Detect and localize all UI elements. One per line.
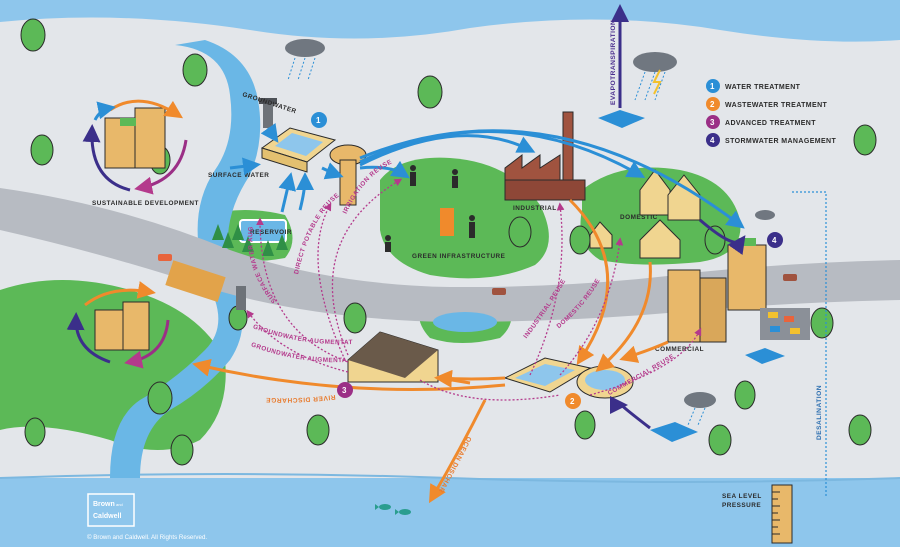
river xyxy=(110,40,261,478)
desalination-label: DESALINATION xyxy=(816,385,823,440)
legend: 1 WATER TREATMENT 2 WASTEWATER TREATMENT… xyxy=(706,79,837,147)
copyright-text: © Brown and Caldwell. All Rights Reserve… xyxy=(87,534,207,541)
svg-text:WATER TREATMENT: WATER TREATMENT xyxy=(725,84,801,91)
legend-item-stormwater-management: 4 STORMWATER MANAGEMENT xyxy=(706,133,837,147)
commercial-label: COMMERCIAL xyxy=(655,346,704,353)
sustainable-development-bottom xyxy=(66,281,170,369)
badge-2: 2 xyxy=(565,393,581,409)
svg-text:1: 1 xyxy=(710,82,715,91)
svg-text:2: 2 xyxy=(570,397,575,406)
advanced-treatment-building xyxy=(347,331,439,383)
green-infrastructure-label: GREEN INFRASTRUCTURE xyxy=(412,253,506,260)
fish-icon xyxy=(375,504,411,515)
pink-reuse-flows xyxy=(246,178,702,401)
car-brown xyxy=(492,288,506,295)
industrial-factory xyxy=(504,111,586,201)
shoreline xyxy=(0,473,900,483)
badge-1: 1 xyxy=(311,112,327,128)
bridge xyxy=(165,260,226,303)
legend-item-advanced-treatment: 3 ADVANCED TREATMENT xyxy=(706,115,816,129)
desalination-line xyxy=(792,191,827,498)
svg-text:3: 3 xyxy=(342,386,347,395)
badge-4: 4 xyxy=(767,232,783,248)
water-treatment-plant xyxy=(260,127,337,173)
svg-text:2: 2 xyxy=(710,100,715,109)
domestic-houses xyxy=(589,169,701,259)
groundwater-pump xyxy=(236,98,277,310)
sea-level-label: SEA LEVEL xyxy=(722,493,762,500)
park-figures xyxy=(385,165,475,252)
parking-lot xyxy=(760,308,810,340)
wastewater-treatment-plant xyxy=(503,357,634,399)
blue-flows xyxy=(229,123,745,229)
svg-text:4: 4 xyxy=(710,136,715,145)
svg-text:STORMWATER MANAGEMENT: STORMWATER MANAGEMENT xyxy=(725,138,837,145)
sea xyxy=(0,478,900,547)
surface-water-label: SURFACE WATER xyxy=(208,172,269,179)
svg-text:4: 4 xyxy=(772,236,777,245)
car-red xyxy=(158,254,172,261)
svg-text:and: and xyxy=(116,502,123,507)
brown-and-caldwell-logo: Brown Caldwell and xyxy=(87,493,135,527)
purple-flows xyxy=(609,4,746,430)
svg-text:1: 1 xyxy=(316,116,321,125)
evapotranspiration-label: EVAPOTRANSPIRATION xyxy=(610,20,617,105)
svg-text:Caldwell: Caldwell xyxy=(93,513,121,520)
lightning-icon xyxy=(652,69,662,95)
bioswales xyxy=(598,110,785,442)
legend-item-wastewater-treatment: 2 WASTEWATER TREATMENT xyxy=(706,97,828,111)
svg-text:WASTEWATER TREATMENT: WASTEWATER TREATMENT xyxy=(725,102,828,109)
clouds xyxy=(285,39,775,408)
domestic-label: DOMESTIC xyxy=(620,214,658,221)
river-discharge-label: RIVER DISCHARGE xyxy=(265,393,335,403)
svg-text:3: 3 xyxy=(710,118,715,127)
sustainable-development-label: SUSTAINABLE DEVELOPMENT xyxy=(92,200,199,207)
reservoir-label: RESERVOIR xyxy=(250,229,292,236)
pressure-label: PRESSURE xyxy=(722,502,761,509)
legend-item-water-treatment: 1 WATER TREATMENT xyxy=(706,79,801,93)
badge-3: 3 xyxy=(337,382,353,398)
car-brown-2 xyxy=(783,274,797,281)
sea-level-gauge xyxy=(771,484,793,544)
svg-text:ADVANCED TREATMENT: ADVANCED TREATMENT xyxy=(725,120,816,127)
rain xyxy=(287,57,706,426)
water-tower xyxy=(329,144,367,206)
industrial-label: INDUSTRIAL xyxy=(513,205,557,212)
pond xyxy=(433,312,497,332)
sustainable-development-top xyxy=(82,99,188,195)
pine-trees xyxy=(212,224,288,256)
svg-text:Brown: Brown xyxy=(93,501,115,508)
